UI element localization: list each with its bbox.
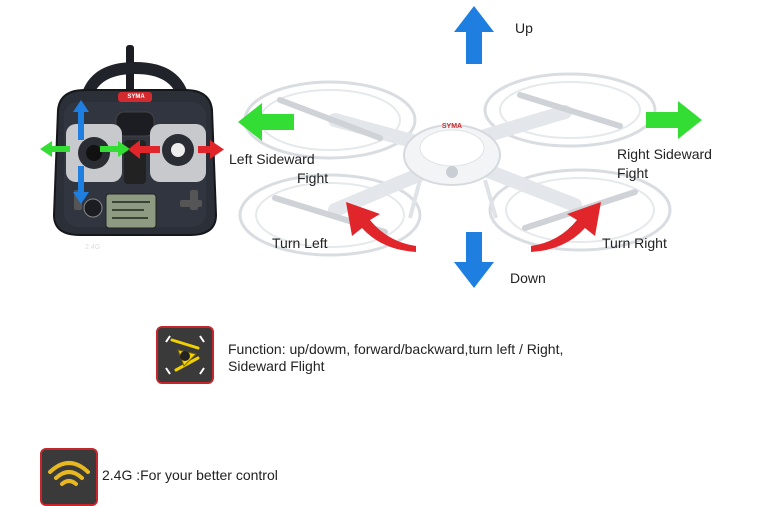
turn-right-arrow-icon — [531, 202, 601, 252]
remote-band-badge-text: 2.4G — [85, 244, 101, 251]
quadcopter-drone: SYMA — [220, 40, 690, 270]
down-label: Down — [510, 270, 546, 286]
right-stick-arrows — [128, 140, 224, 159]
drone-brand-label: SYMA — [441, 123, 463, 130]
drone-illustration — [238, 72, 672, 257]
helicopter-function-icon — [158, 328, 212, 382]
function-description-line2: Sideward Flight — [228, 358, 325, 374]
right-arrow-icon — [646, 101, 702, 139]
turn-left-arrow-icon — [346, 202, 416, 252]
function-badge — [156, 326, 214, 384]
wireless-badge — [40, 448, 98, 506]
left-arrow-icon — [238, 103, 294, 141]
left-stick-arrows — [40, 100, 130, 204]
wireless-signal-icon — [42, 450, 96, 504]
function-description: Function: up/dowm, forward/backward,turn… — [228, 341, 563, 375]
remote-controller: SYMA 2.4G 2.4G — [40, 40, 230, 251]
remote-brand-label: SYMA — [127, 94, 145, 100]
turn-left-label: Turn Left — [272, 235, 328, 251]
up-label: Up — [515, 20, 533, 36]
right-sideward-label-line1: Right Sideward — [617, 146, 712, 162]
wireless-description: 2.4G :For your better control — [102, 467, 278, 484]
up-arrow-icon — [454, 6, 494, 64]
turn-right-label: Turn Right — [602, 235, 667, 251]
down-arrow-icon — [454, 232, 494, 288]
right-sideward-label-line2: Fight — [617, 165, 649, 181]
function-description-line1: Function: up/dowm, forward/backward,turn… — [228, 341, 564, 357]
wireless-description-line1: 2.4G :For your better control — [102, 467, 278, 483]
remote-controller-illustration — [40, 45, 224, 236]
left-sideward-label-line1: Left Sideward — [229, 151, 315, 167]
left-sideward-label-line2: Fight — [297, 170, 329, 186]
